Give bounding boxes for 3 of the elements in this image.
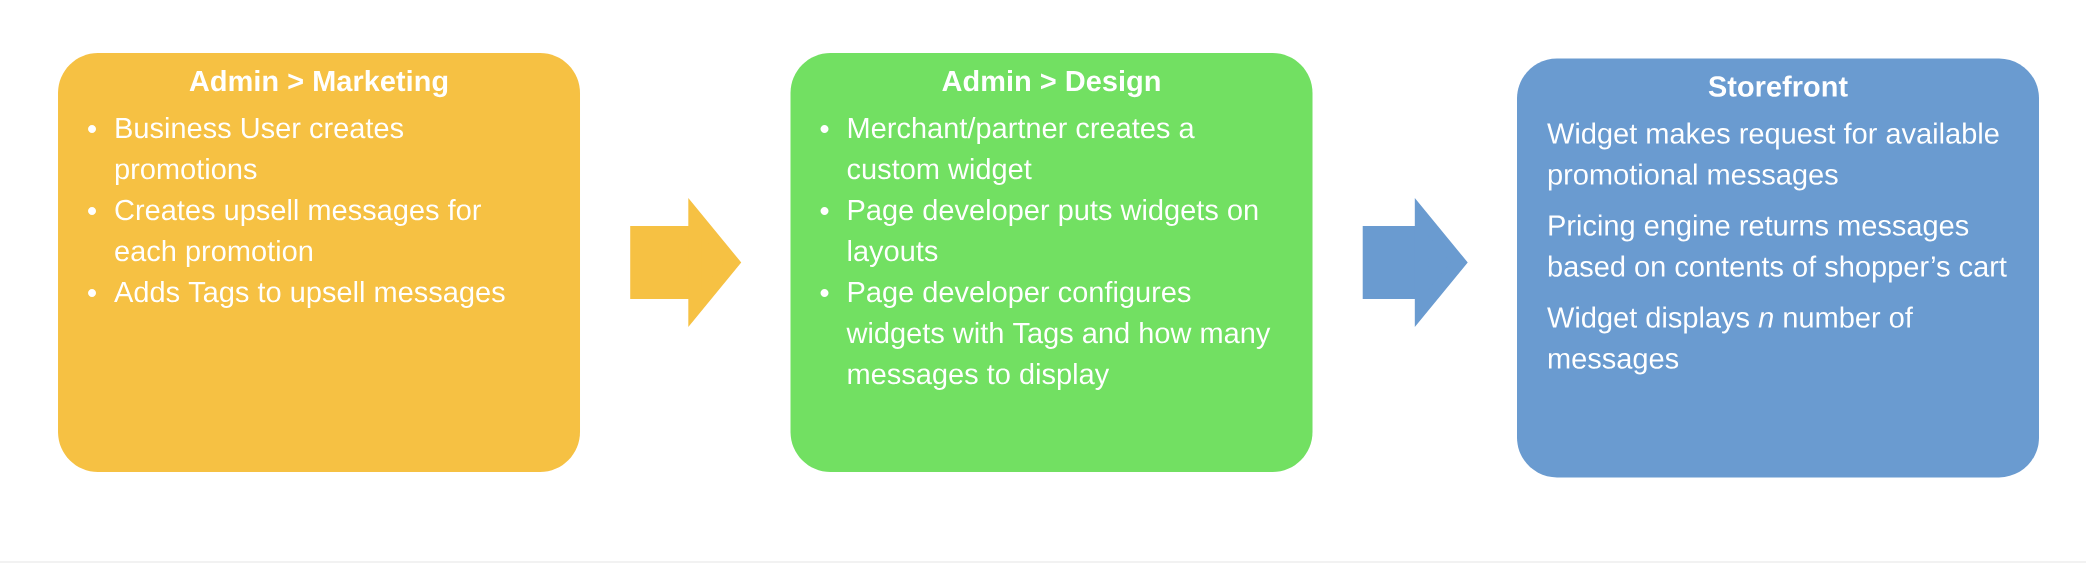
process-box: Storefront Widget makes request for available promotional messages Pricing engine returns messages based on contents of shopper’s cart Widget displays n number of messages	[1517, 58, 2039, 478]
process-box: Admin > Design Merchant/partner creates a custom widget Page developer puts widgets on layouts Page developer configures widgets with Tags and how many messages to display	[790, 53, 1313, 472]
process-box: Admin > Marketing Business User creates promotions Creates upsell messages for each promotion Adds Tags to upsell messages	[58, 53, 580, 472]
